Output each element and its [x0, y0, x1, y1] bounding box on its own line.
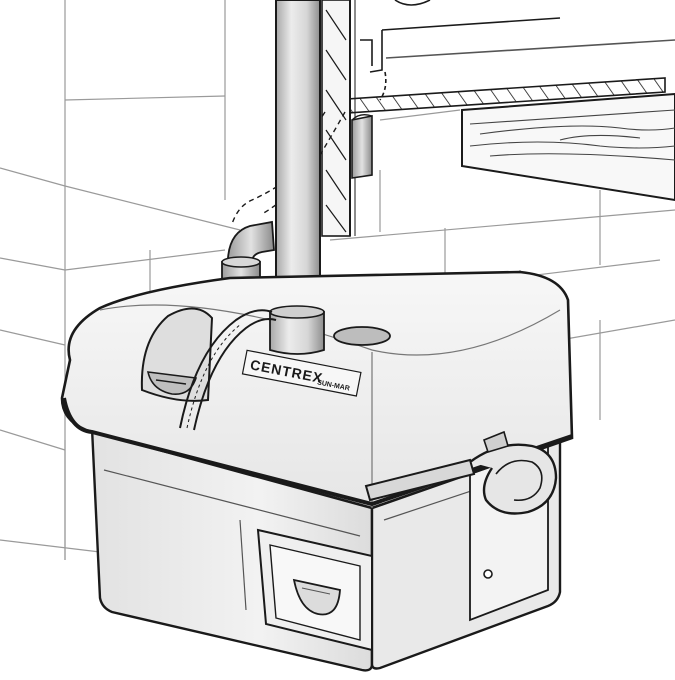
wall-section: [321, 0, 356, 237]
rotation-handle-icon: [364, 430, 558, 515]
compost-unit-icon: CENTREX SUN-MAR: [60, 270, 574, 672]
drain-elbow-icon: [351, 113, 373, 179]
vent-pipe-icon: [275, 0, 321, 319]
access-door-icon: [256, 528, 373, 652]
upper-fixture-outline: [360, 0, 675, 101]
block-wall: [0, 0, 675, 560]
floor-joist: [461, 92, 675, 202]
